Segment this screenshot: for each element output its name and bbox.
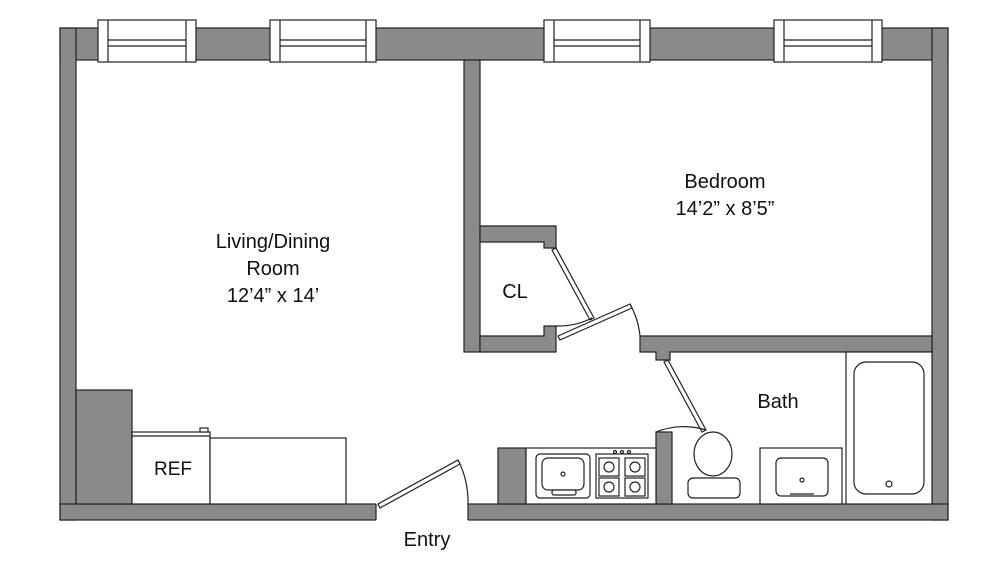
bedroom-bath-wall bbox=[639, 335, 933, 361]
window-3 bbox=[543, 19, 651, 63]
interior-walls bbox=[463, 59, 933, 505]
living-room-label-line1: Living/Dining bbox=[216, 231, 331, 253]
kitchen-sink bbox=[535, 453, 591, 499]
counter bbox=[209, 437, 347, 505]
west-wall bbox=[59, 27, 77, 521]
windows bbox=[97, 19, 883, 63]
east-wall bbox=[931, 27, 949, 521]
bath-door[interactable] bbox=[655, 359, 707, 433]
bath-kitchen-wall bbox=[655, 431, 673, 505]
window-1 bbox=[97, 19, 197, 63]
toilet bbox=[687, 431, 741, 499]
refrigerator bbox=[131, 427, 211, 505]
closet-top-wall bbox=[479, 225, 557, 249]
living-bedroom-wall bbox=[463, 59, 481, 353]
entry-door[interactable] bbox=[375, 459, 469, 521]
south-wall bbox=[59, 503, 949, 521]
living-room-dimensions: 12’4” x 14’ bbox=[227, 285, 319, 307]
bathtub bbox=[845, 351, 933, 505]
kitchen-counter bbox=[525, 447, 657, 505]
closet-bottom-wall bbox=[479, 325, 557, 353]
closet-label: CL bbox=[502, 281, 528, 303]
labels: Living/Dining Room 12’4” x 14’ Bedroom 1… bbox=[154, 171, 799, 551]
window-2 bbox=[269, 19, 377, 63]
bath-sink bbox=[759, 447, 843, 505]
refrigerator-label: REF bbox=[154, 459, 192, 480]
bedroom-label: Bedroom bbox=[684, 171, 765, 193]
bath-fixtures bbox=[687, 351, 933, 505]
doors bbox=[375, 247, 707, 521]
window-4 bbox=[773, 19, 883, 63]
west-wall-thickening bbox=[75, 389, 133, 505]
kitchen-end-wall bbox=[497, 447, 527, 505]
bath-label: Bath bbox=[757, 391, 798, 413]
bedroom-door[interactable] bbox=[557, 303, 641, 341]
bedroom-dimensions: 14’2” x 8’5” bbox=[676, 198, 775, 220]
living-room-label-line2: Room bbox=[246, 258, 299, 280]
entry-label: Entry bbox=[404, 529, 451, 551]
stove bbox=[595, 449, 649, 499]
closet-door[interactable] bbox=[551, 247, 595, 327]
